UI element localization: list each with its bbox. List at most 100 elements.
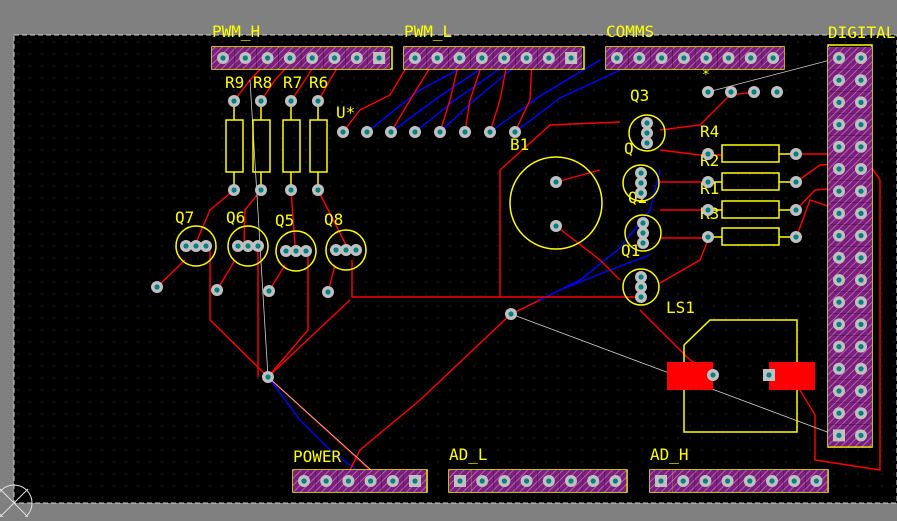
header-digital-pad-b18[interactable] [850, 424, 872, 447]
header-pwm-l-pad-3[interactable] [448, 47, 471, 69]
header-comms-pad-5[interactable] [695, 47, 718, 69]
header-ad-l-pad-2[interactable] [471, 470, 494, 492]
header-pwm-h-pad-6[interactable] [323, 47, 346, 69]
resistor-bottom-pad-1[interactable] [228, 184, 240, 196]
transistor-left-1-pad-3[interactable] [200, 240, 212, 252]
resistor-h-right-pad-1[interactable] [790, 148, 802, 160]
header-pwm-l-pad-2[interactable] [426, 47, 449, 69]
ls1-pad-2[interactable] [763, 369, 775, 381]
header-digital-pad-b5[interactable] [850, 135, 872, 158]
header-digital-pad-a6[interactable] [828, 158, 850, 180]
resistor-h-right-pad-4[interactable] [790, 231, 802, 243]
resistor-h-left-pad-1[interactable] [702, 148, 714, 160]
buzzer-pad-1[interactable] [550, 176, 562, 188]
header-digital-pad-b10[interactable] [850, 246, 872, 269]
ic-u-pad-1[interactable] [337, 126, 349, 138]
header-digital-pad-a15[interactable] [828, 357, 850, 380]
speaker-ls1[interactable] [667, 319, 815, 433]
header-comms-pad-7[interactable] [739, 47, 762, 69]
resistor-top-pad-2[interactable] [255, 95, 267, 107]
transistor-left-4-pad-3[interactable] [350, 244, 362, 256]
header-digital-pad-a16[interactable] [828, 380, 850, 402]
header-pwm-l-pad-8[interactable] [560, 47, 583, 69]
header-pwm-h-pad-4[interactable] [278, 47, 301, 69]
header-digital-pad-a9[interactable] [828, 224, 850, 247]
resistor-bottom-pad-2[interactable] [255, 184, 267, 196]
header-comms-pad-4[interactable] [672, 47, 695, 69]
header-pwm-h-pad-1[interactable] [212, 47, 234, 69]
header-digital-pad-b17[interactable] [850, 402, 872, 425]
resistor-bottom-pad-3[interactable] [285, 184, 297, 196]
header-ad-h-pad-8[interactable] [805, 470, 828, 492]
buzzer-b1[interactable] [509, 156, 603, 250]
transistor-right-4-pad-1[interactable] [635, 271, 647, 283]
transistor-left-3-pad-3[interactable] [300, 245, 312, 257]
header-digital-pad-a14[interactable] [828, 335, 850, 358]
header-power-pad-3[interactable] [337, 470, 360, 492]
transistor-right-2-pad-1[interactable] [635, 167, 647, 179]
transistor-right-2-pad-2[interactable] [635, 177, 647, 189]
header-pwm-h-pad-8[interactable] [368, 47, 391, 69]
header-comms-pad-8[interactable] [762, 47, 785, 69]
header-digital-pad-a18[interactable] [828, 424, 850, 447]
header-ad-l-pad-1[interactable] [449, 470, 471, 492]
transistor-right-1-pad-1[interactable] [641, 117, 653, 129]
header-digital-pad-b1[interactable] [850, 47, 872, 69]
header-ad-l-pad-7[interactable] [582, 470, 605, 492]
header-ad-l-pad-8[interactable] [604, 470, 627, 492]
ic-u-pad-3[interactable] [385, 126, 397, 138]
header-digital-pad-b12[interactable] [850, 291, 872, 314]
header-ad-h-pad-7[interactable] [783, 470, 806, 492]
via-3[interactable] [263, 285, 275, 297]
comms-aux-pad-1[interactable] [702, 86, 714, 98]
header-comms-pad-1[interactable] [606, 47, 628, 69]
header-digital-pad-a8[interactable] [828, 202, 850, 225]
transistor-left-2-pad-3[interactable] [252, 240, 264, 252]
header-pwm-h-pad-3[interactable] [256, 47, 279, 69]
resistor-top-pad-4[interactable] [312, 95, 324, 107]
header-ad-l-pad-6[interactable] [560, 470, 582, 492]
ic-u-pad-8[interactable] [509, 126, 521, 138]
resistor-h-right-pad-3[interactable] [790, 204, 802, 216]
ic-u-pad-5[interactable] [434, 126, 446, 138]
transistor-left-3-pad-1[interactable] [280, 245, 292, 257]
header-pwm-h-pad-5[interactable] [301, 47, 324, 69]
header-ad-l-pad-5[interactable] [537, 470, 560, 492]
transistor-left-2-pad-1[interactable] [232, 240, 244, 252]
header-ad-h-pad-3[interactable] [694, 470, 717, 492]
header-digital-pad-a1[interactable] [828, 47, 850, 69]
comms-aux-pad-2[interactable] [725, 86, 737, 98]
header-power-pad-6[interactable] [404, 470, 426, 492]
header-comms-pad-2[interactable] [628, 47, 651, 69]
header-pwm-h-pad-2[interactable] [234, 47, 257, 69]
via-4[interactable] [322, 286, 334, 298]
header-pwm-l-pad-1[interactable] [404, 47, 426, 69]
transistor-left-4-pad-1[interactable] [330, 244, 342, 256]
header-digital-pad-b8[interactable] [850, 202, 872, 225]
header-pwm-l-pad-6[interactable] [515, 47, 538, 69]
comms-aux-pad-3[interactable] [748, 86, 760, 98]
header-digital-pad-b16[interactable] [850, 380, 872, 402]
transistor-left-1-pad-2[interactable] [190, 240, 202, 252]
header-power-pad-2[interactable] [315, 470, 338, 492]
transistor-right-4-pad-2[interactable] [635, 281, 647, 293]
resistor-h-left-pad-3[interactable] [702, 204, 714, 216]
buzzer-pad-2[interactable] [550, 220, 562, 232]
transistor-left-3-pad-2[interactable] [290, 245, 302, 257]
resistor-h-left-pad-2[interactable] [702, 176, 714, 188]
header-digital-pad-a7[interactable] [828, 180, 850, 203]
ic-u-pad-2[interactable] [361, 126, 373, 138]
header-digital-pad-a12[interactable] [828, 291, 850, 314]
transistor-left-1-pad-1[interactable] [180, 240, 192, 252]
header-digital-pad-b2[interactable] [850, 69, 872, 92]
header-digital-pad-b13[interactable] [850, 313, 872, 336]
header-ad-h-pad-2[interactable] [672, 470, 695, 492]
header-ad-l-pad-3[interactable] [493, 470, 516, 492]
transistor-right-1-pad-2[interactable] [641, 127, 653, 139]
ic-u-pad-7[interactable] [484, 126, 496, 138]
header-ad-h-pad-4[interactable] [716, 470, 739, 492]
ls1-pad-1[interactable] [707, 369, 719, 381]
via-1[interactable] [151, 281, 163, 293]
header-digital-pad-a3[interactable] [828, 91, 850, 114]
